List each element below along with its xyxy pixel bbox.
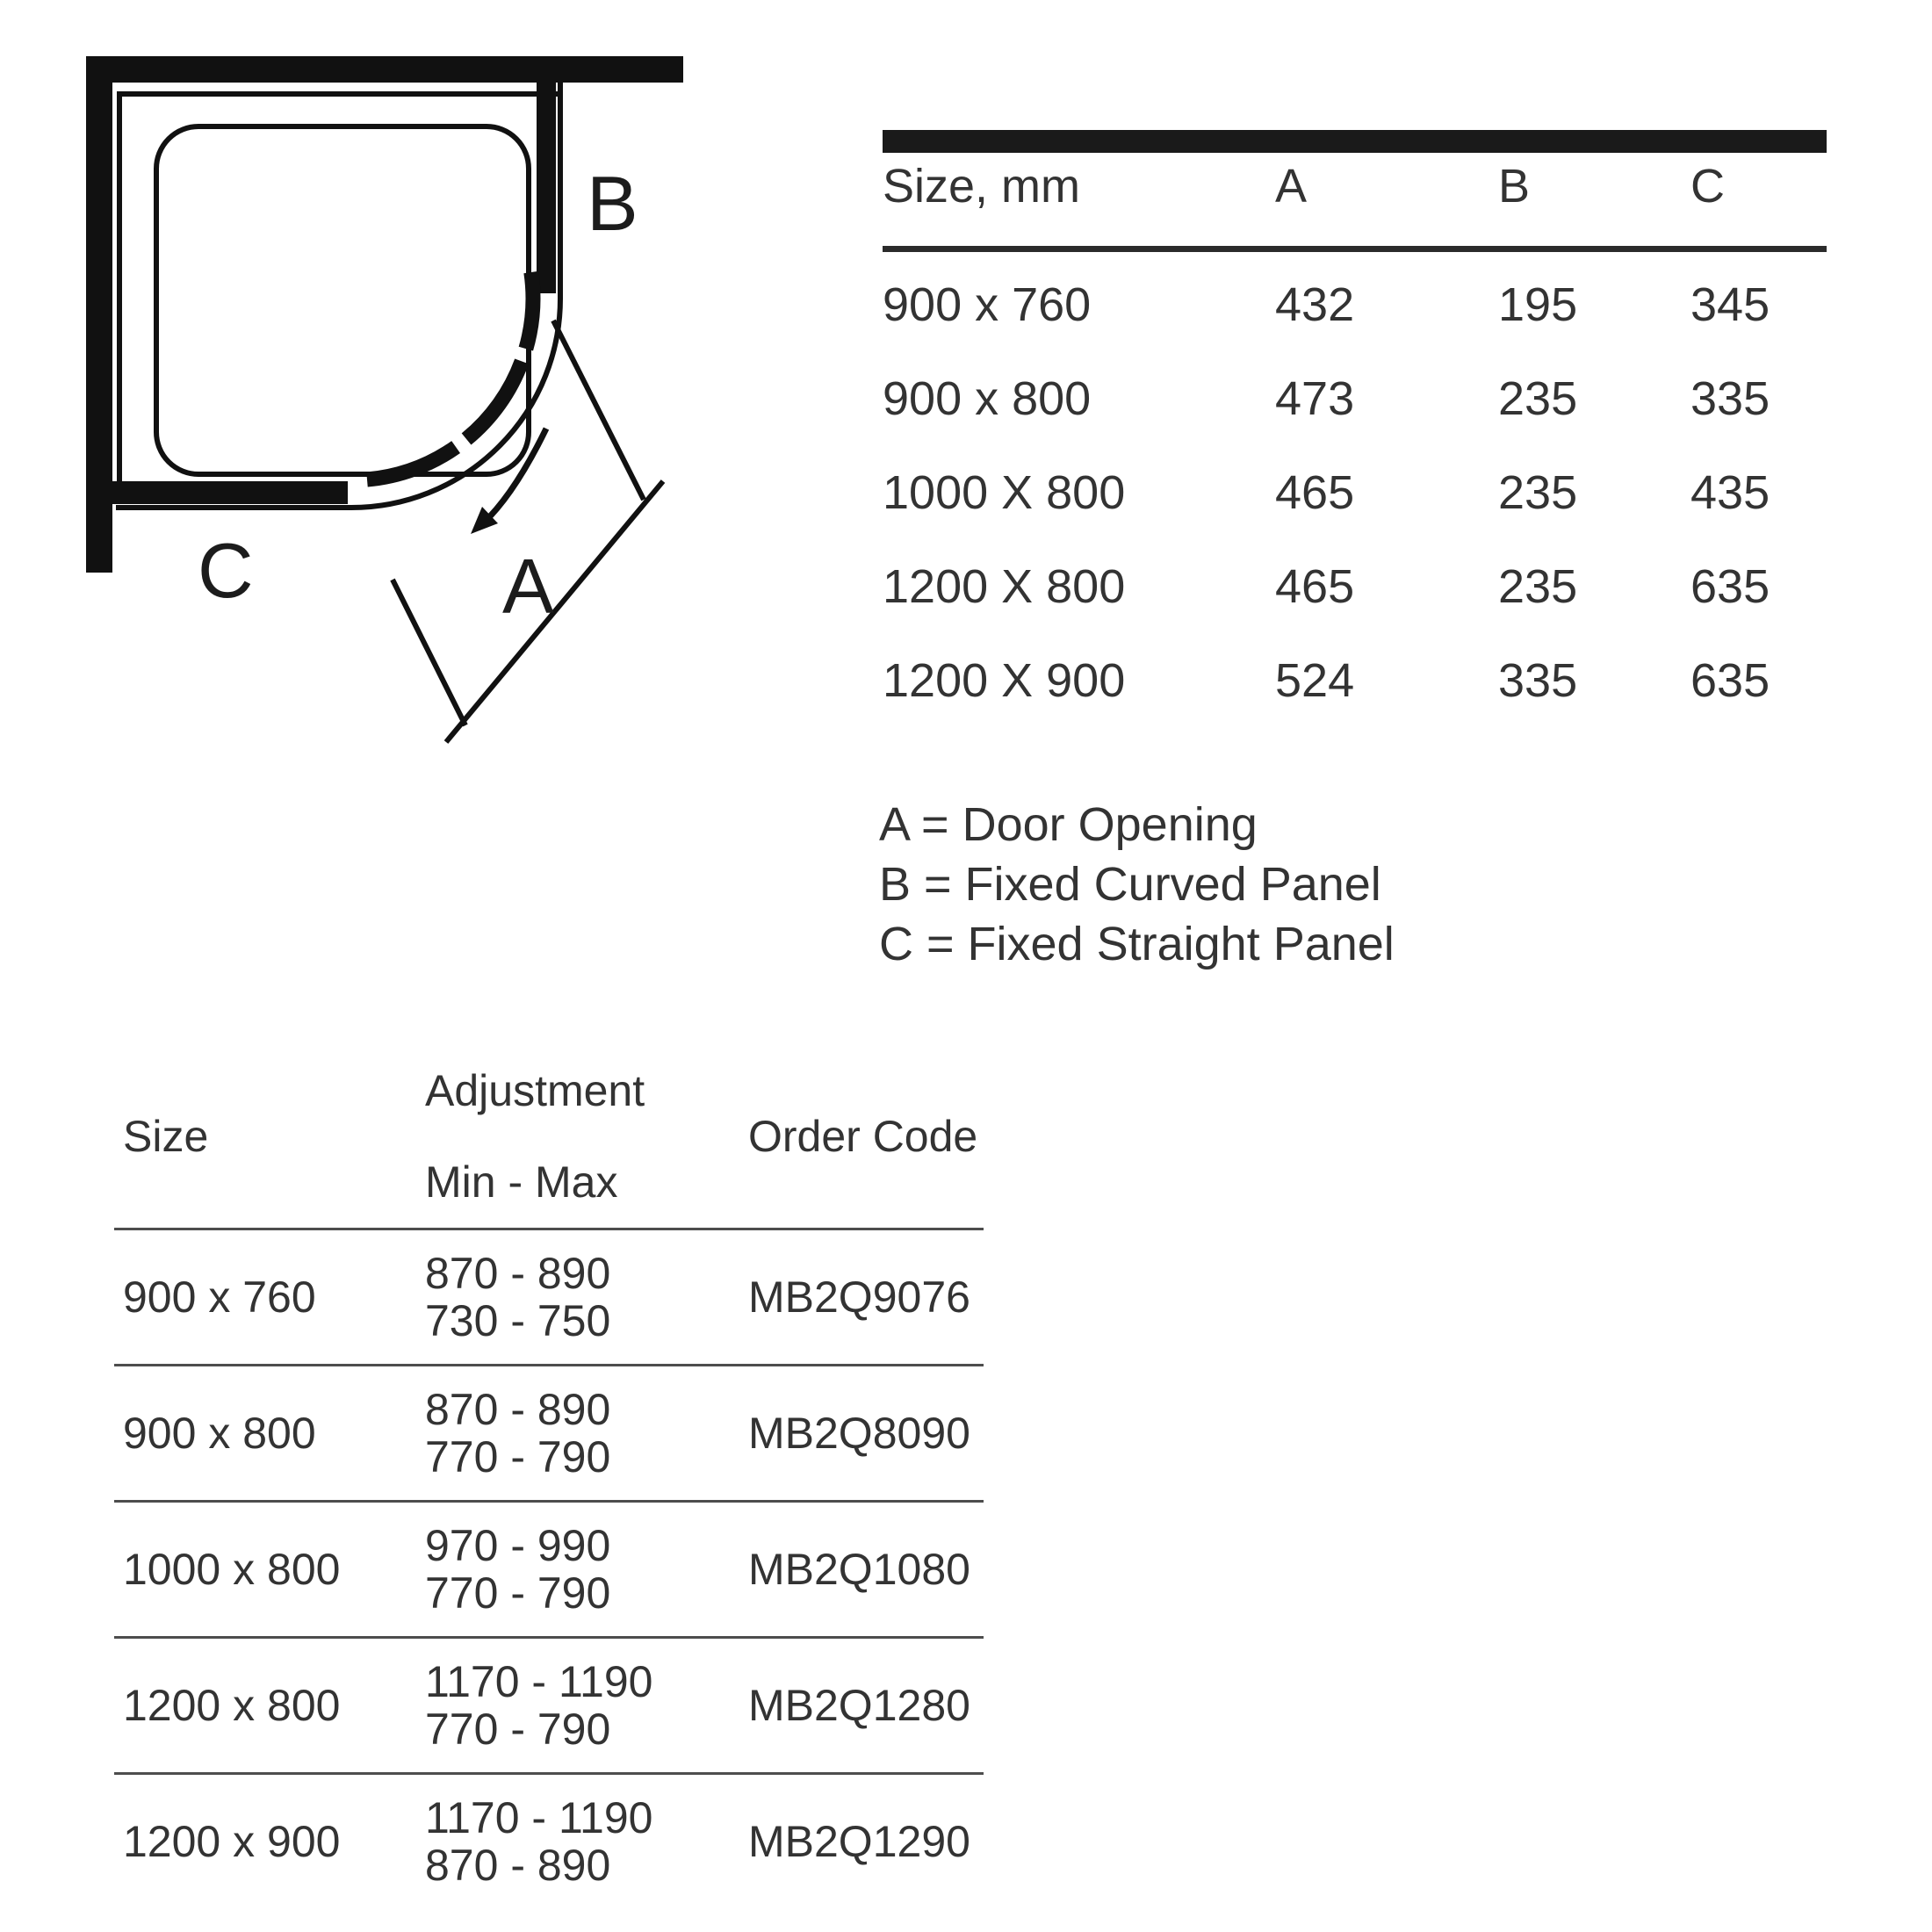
cell-size: 900 x 800 <box>883 371 1092 425</box>
adj-header-order-code: Order Code <box>748 1112 978 1161</box>
spec-table-top-bar <box>883 130 1827 153</box>
table-row: 900 x 800 870 - 890 770 - 790 MB2Q8090 <box>114 1364 984 1500</box>
table-row: 1200 X 900 524 335 635 <box>883 633 1827 727</box>
legend-item-c: C = Fixed Straight Panel <box>879 918 1395 970</box>
cell-c: 435 <box>1690 465 1770 519</box>
table-row: 900 x 760 870 - 890 730 - 750 MB2Q9076 <box>114 1230 984 1364</box>
spec-header-b: B <box>1498 160 1531 213</box>
table-row: 1000 x 800 970 - 990 770 - 790 MB2Q1080 <box>114 1500 984 1636</box>
cell-range-2: 870 - 890 <box>425 1841 611 1890</box>
cell-c: 635 <box>1690 559 1770 613</box>
wall-left <box>86 56 112 573</box>
adjustment-table: Size Adjustment Min - Max Order Code 900… <box>114 1045 984 1908</box>
label-door-opening: A <box>502 543 554 630</box>
cell-range-1: 1170 - 1190 <box>425 1657 653 1706</box>
spec-table-body: 900 x 760 432 195 345 900 x 800 473 235 … <box>883 252 1827 727</box>
cell-b: 195 <box>1498 278 1578 331</box>
dim-extension-line-1 <box>551 319 646 501</box>
cell-size: 1200 x 900 <box>123 1817 341 1866</box>
dim-extension-line-2 <box>390 578 468 727</box>
cell-size: 1200 X 900 <box>883 653 1126 707</box>
cell-order-code: MB2Q1080 <box>748 1545 970 1594</box>
adjustment-table-header: Size Adjustment Min - Max Order Code <box>114 1045 984 1230</box>
adj-header-size: Size <box>123 1112 209 1161</box>
cell-size: 1200 X 800 <box>883 559 1126 613</box>
cell-order-code: MB2Q1290 <box>748 1817 970 1866</box>
outer-arc-line <box>116 83 563 510</box>
cell-a: 465 <box>1275 465 1355 519</box>
legend-item-a: A = Door Opening <box>879 798 1258 851</box>
cell-range-2: 770 - 790 <box>425 1568 611 1618</box>
label-straight-panel: C <box>198 527 254 614</box>
spec-table-header-row: Size, mm A B C <box>883 153 1827 252</box>
cell-b: 235 <box>1498 371 1578 425</box>
table-row: 1200 X 800 465 235 635 <box>883 539 1827 633</box>
door-direction-arrowhead <box>471 507 498 534</box>
label-curved-panel: B <box>587 160 638 247</box>
cell-range-1: 870 - 890 <box>425 1249 611 1298</box>
spec-header-size: Size, mm <box>883 160 1081 213</box>
legend-item-b: B = Fixed Curved Panel <box>879 858 1381 911</box>
cell-b: 335 <box>1498 653 1578 707</box>
cell-c: 345 <box>1690 278 1770 331</box>
cell-order-code: MB2Q9076 <box>748 1272 970 1322</box>
fixed-straight-panel <box>112 481 348 504</box>
spec-header-a: A <box>1275 160 1308 213</box>
cell-size: 900 x 760 <box>123 1272 316 1322</box>
cell-a: 524 <box>1275 653 1355 707</box>
table-row: 900 x 760 432 195 345 <box>883 257 1827 351</box>
cell-range-2: 770 - 790 <box>425 1705 611 1754</box>
cell-range-1: 1170 - 1190 <box>425 1793 653 1842</box>
adj-header-adjustment: Adjustment <box>425 1066 645 1115</box>
fixed-curved-panel <box>537 83 556 293</box>
enclosure-plan-diagram: B C A <box>86 56 683 744</box>
cell-range-2: 730 - 750 <box>425 1296 611 1345</box>
cell-order-code: MB2Q1280 <box>748 1681 970 1730</box>
cell-b: 235 <box>1498 465 1578 519</box>
cell-range-2: 770 - 790 <box>425 1432 611 1481</box>
cell-c: 635 <box>1690 653 1770 707</box>
cell-a: 473 <box>1275 371 1355 425</box>
door-arc <box>366 270 541 487</box>
wall-top <box>86 56 683 83</box>
cell-size: 900 x 760 <box>883 278 1092 331</box>
cell-range-1: 870 - 890 <box>425 1385 611 1434</box>
cell-size: 1000 x 800 <box>123 1545 341 1594</box>
cell-c: 335 <box>1690 371 1770 425</box>
cell-a: 432 <box>1275 278 1355 331</box>
cell-a: 465 <box>1275 559 1355 613</box>
cell-b: 235 <box>1498 559 1578 613</box>
frame-inner-line <box>117 91 560 481</box>
tray-outline <box>154 124 531 477</box>
table-row: 1000 X 800 465 235 435 <box>883 445 1827 539</box>
spec-header-c: C <box>1690 160 1725 213</box>
table-row: 1200 x 800 1170 - 1190 770 - 790 MB2Q128… <box>114 1636 984 1772</box>
cell-size: 900 x 800 <box>123 1409 316 1458</box>
table-row: 900 x 800 473 235 335 <box>883 351 1827 445</box>
table-row: 1200 x 900 1170 - 1190 870 - 890 MB2Q129… <box>114 1772 984 1908</box>
cell-size: 1000 X 800 <box>883 465 1126 519</box>
cell-range-1: 970 - 990 <box>425 1521 611 1570</box>
adj-header-min-max: Min - Max <box>425 1157 618 1207</box>
dim-line <box>443 479 666 744</box>
legend: A = Door Opening B = Fixed Curved Panel … <box>879 795 1395 974</box>
cell-order-code: MB2Q8090 <box>748 1409 970 1458</box>
size-spec-table: Size, mm A B C 900 x 760 432 195 345 900… <box>883 130 1827 727</box>
cell-size: 1200 x 800 <box>123 1681 341 1730</box>
